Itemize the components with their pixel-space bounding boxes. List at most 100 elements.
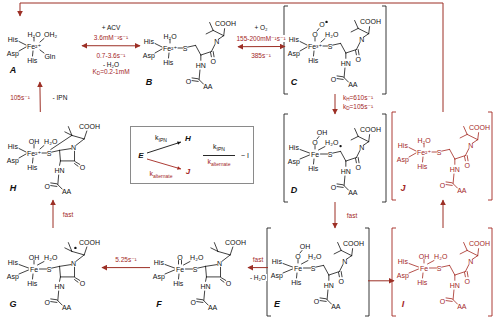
structure: DOOHH₂OHisAspHisFeSCOOHNOHNOAA bbox=[285, 114, 385, 202]
bond bbox=[313, 51, 315, 56]
atom-label: OH₂ bbox=[44, 31, 57, 38]
bond bbox=[52, 266, 60, 268]
atom-label: HN bbox=[324, 282, 334, 289]
structure: FOH₂OHisAspHisFeSNCOOHOHNOAA bbox=[150, 228, 248, 316]
atom-label: Asp bbox=[7, 50, 19, 57]
bond bbox=[155, 49, 162, 53]
bond bbox=[341, 250, 352, 255]
bond bbox=[210, 22, 214, 30]
rate-label: - H₂O bbox=[249, 274, 267, 281]
bond bbox=[432, 152, 437, 153]
bond bbox=[165, 265, 175, 269]
bond bbox=[222, 255, 230, 261]
atom-label: His bbox=[27, 280, 37, 287]
bond bbox=[213, 52, 215, 57]
bond bbox=[455, 156, 466, 160]
atom-label: O bbox=[314, 298, 319, 305]
bond bbox=[327, 290, 329, 300]
rate-term: kIPN bbox=[155, 134, 167, 144]
rate-term: kalternate bbox=[149, 170, 172, 180]
rate-label: fast bbox=[252, 256, 264, 263]
bond bbox=[210, 52, 212, 56]
bond bbox=[338, 242, 342, 250]
bond bbox=[313, 159, 315, 164]
atom-label: COOH bbox=[215, 20, 236, 27]
atom-label: O bbox=[440, 298, 445, 305]
bond bbox=[300, 47, 307, 51]
atom-label: O bbox=[45, 183, 50, 190]
atom-label: N bbox=[214, 38, 219, 45]
reaction-arrow bbox=[102, 267, 150, 268]
rate-label: 385s⁻¹ bbox=[250, 52, 272, 59]
bond bbox=[192, 77, 198, 79]
rate-label: - IPN bbox=[52, 94, 69, 101]
bond bbox=[341, 151, 346, 161]
bond bbox=[283, 269, 293, 273]
rate-label: + O₂ bbox=[253, 24, 268, 31]
atom-label: AA bbox=[348, 81, 357, 88]
atom-label: S bbox=[47, 266, 52, 273]
atom-label: O bbox=[355, 56, 360, 63]
bracket bbox=[267, 228, 271, 316]
bond bbox=[57, 291, 59, 301]
atom-label: N bbox=[468, 258, 473, 265]
atom-label: O bbox=[226, 280, 231, 287]
rate-term: kIPN bbox=[213, 143, 225, 153]
bond bbox=[464, 242, 468, 250]
bond bbox=[57, 175, 59, 185]
atom-label: COOH bbox=[360, 18, 381, 25]
bond bbox=[453, 300, 457, 304]
bond bbox=[442, 265, 450, 267]
bracket bbox=[382, 114, 386, 202]
bond bbox=[356, 150, 360, 157]
subscript: IPN bbox=[217, 146, 225, 152]
bond bbox=[320, 300, 326, 302]
reaction-arrow bbox=[443, 200, 444, 228]
bond bbox=[40, 50, 44, 53]
atom-label: Fe bbox=[30, 266, 38, 273]
rate-label: kD=105s⁻¹ bbox=[342, 103, 374, 112]
subscript: D bbox=[97, 72, 100, 77]
bond bbox=[358, 50, 360, 55]
species-letter: E bbox=[138, 152, 143, 160]
species-letter: I bbox=[402, 300, 405, 309]
atom-label: O bbox=[355, 164, 360, 171]
bond bbox=[197, 298, 203, 300]
atom-label: N bbox=[359, 144, 364, 151]
bond bbox=[184, 262, 191, 266]
bond bbox=[355, 158, 357, 162]
atom-label: Gln bbox=[44, 53, 55, 60]
bond bbox=[453, 174, 455, 184]
atom-label: His bbox=[163, 59, 173, 66]
bracket bbox=[284, 114, 288, 202]
bond bbox=[51, 301, 57, 303]
bond bbox=[59, 266, 61, 277]
bond bbox=[450, 265, 455, 275]
rate-label: fast bbox=[62, 211, 74, 218]
bond bbox=[472, 256, 477, 260]
bond bbox=[58, 301, 62, 305]
rate-label: - H₂O bbox=[102, 61, 120, 68]
atom-label: His bbox=[417, 279, 427, 286]
bond bbox=[477, 249, 479, 256]
atom-label: HN bbox=[54, 167, 64, 174]
bond bbox=[220, 267, 221, 277]
atom-label: COOH bbox=[360, 126, 381, 133]
atom-label: His bbox=[398, 142, 408, 149]
atom-label: N bbox=[359, 36, 364, 43]
bond bbox=[317, 29, 319, 32]
brackets bbox=[267, 6, 386, 316]
atom-label: Fe bbox=[420, 265, 428, 272]
species-letter: A bbox=[10, 66, 17, 75]
subscript: D bbox=[346, 107, 349, 112]
atom-label: O bbox=[312, 31, 317, 38]
bond bbox=[409, 153, 416, 157]
atom-label: Fe²⁺ bbox=[27, 150, 41, 157]
bond bbox=[205, 277, 207, 281]
bond bbox=[40, 269, 47, 270]
species-letter: C bbox=[291, 78, 298, 87]
atom-label: S bbox=[437, 149, 442, 156]
atom-label: HN bbox=[450, 282, 460, 289]
bond bbox=[300, 251, 302, 254]
bond bbox=[337, 183, 343, 185]
